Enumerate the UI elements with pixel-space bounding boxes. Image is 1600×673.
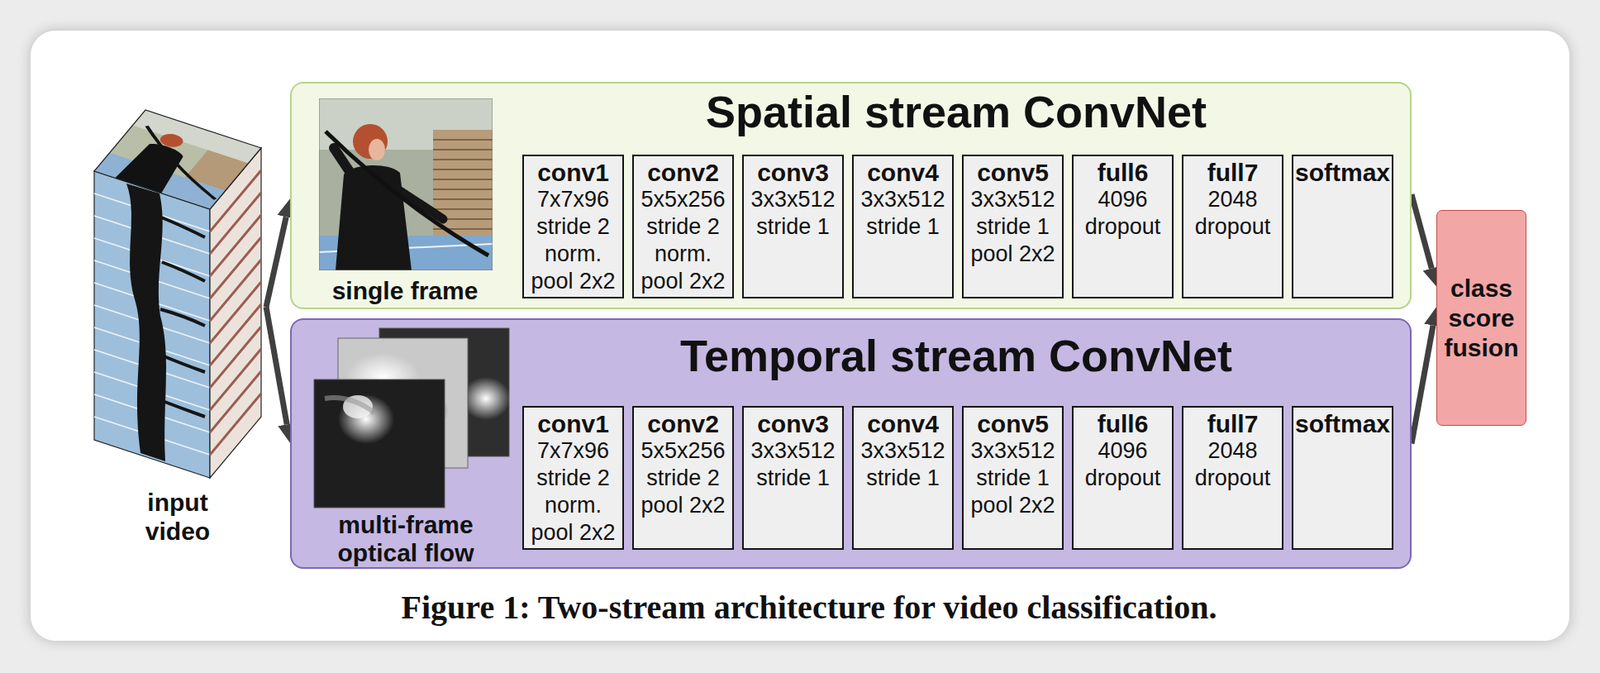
layer-box: full72048 dropout bbox=[1181, 154, 1284, 299]
fusion-box: class score fusion bbox=[1436, 209, 1527, 426]
layer-box: conv33x3x512 stride 1 bbox=[742, 154, 844, 299]
layer-name: conv4 bbox=[855, 158, 951, 186]
layer-box: conv53x3x512 stride 1 pool 2x2 bbox=[961, 154, 1064, 299]
layer-params: 3x3x512 stride 1 bbox=[855, 185, 951, 241]
flow-arrow bbox=[266, 216, 286, 307]
layer-name: softmax bbox=[1295, 409, 1391, 438]
layer-name: conv3 bbox=[745, 409, 841, 438]
fusion-label: class score fusion bbox=[1440, 273, 1523, 363]
layer-name: conv2 bbox=[635, 158, 731, 186]
layer-params: 3x3x512 stride 1 bbox=[745, 185, 841, 241]
layer-box: softmax bbox=[1291, 405, 1394, 550]
layer-box: full64096 dropout bbox=[1071, 154, 1174, 299]
layer-params: 5x5x256 stride 2 norm. pool 2x2 bbox=[635, 185, 731, 296]
layer-params: 3x3x512 stride 1 bbox=[855, 437, 951, 492]
layer-name: full7 bbox=[1185, 409, 1281, 438]
layer-name: full7 bbox=[1185, 158, 1281, 186]
layer-params: 7x7x96 stride 2 norm. pool 2x2 bbox=[525, 437, 621, 547]
layer-name: conv3 bbox=[745, 158, 841, 186]
input-label: input video bbox=[128, 487, 228, 546]
layer-name: conv1 bbox=[525, 409, 621, 438]
layer-name: full6 bbox=[1075, 158, 1171, 186]
layer-params: 3x3x512 stride 1 pool 2x2 bbox=[965, 185, 1061, 268]
layer-params: 7x7x96 stride 2 norm. pool 2x2 bbox=[525, 185, 621, 296]
caption-holder: Figure 1: Two-stream architecture for vi… bbox=[401, 588, 1218, 627]
stream-title: Temporal stream ConvNet bbox=[680, 330, 1233, 381]
layer-name: softmax bbox=[1295, 158, 1391, 186]
layer-box: conv25x5x256 stride 2 norm. pool 2x2 bbox=[632, 154, 734, 299]
label-holder: input video bbox=[89, 487, 267, 546]
image-label: single frame bbox=[309, 276, 500, 305]
flow-arrow bbox=[1411, 194, 1432, 269]
stream-title: Spatial stream ConvNet bbox=[705, 86, 1207, 137]
layer-params: 3x3x512 stride 1 pool 2x2 bbox=[965, 437, 1061, 520]
image-label: multi-frame optical flow bbox=[323, 510, 489, 567]
layer-name: conv1 bbox=[525, 158, 621, 186]
layer-name: full6 bbox=[1075, 409, 1171, 438]
layer-box: conv17x7x96 stride 2 norm. pool 2x2 bbox=[522, 405, 624, 550]
title-holder: Temporal stream ConvNet bbox=[680, 330, 1233, 381]
layer-name: conv4 bbox=[855, 409, 951, 438]
flow-arrow bbox=[1411, 325, 1434, 444]
layer-box: conv53x3x512 stride 1 pool 2x2 bbox=[961, 405, 1064, 550]
layer-box: full64096 dropout bbox=[1071, 405, 1174, 550]
layer-box: conv25x5x256 stride 2 pool 2x2 bbox=[632, 405, 734, 550]
layer-name: conv2 bbox=[635, 409, 731, 438]
layer-box: softmax bbox=[1291, 154, 1394, 299]
label-holder: multi-frame optical flow bbox=[323, 510, 489, 567]
layer-box: conv33x3x512 stride 1 bbox=[742, 405, 844, 550]
layer-params: 3x3x512 stride 1 bbox=[745, 437, 841, 492]
layer-box: full72048 dropout bbox=[1181, 405, 1284, 550]
layer-name: conv5 bbox=[965, 158, 1061, 186]
label-holder: single frame bbox=[309, 276, 500, 305]
video-stack-illustration bbox=[89, 92, 267, 490]
layer-name: conv5 bbox=[965, 409, 1061, 438]
layer-params: 5x5x256 stride 2 pool 2x2 bbox=[635, 437, 731, 520]
layer-params: 2048 dropout bbox=[1185, 437, 1281, 492]
layer-box: conv43x3x512 stride 1 bbox=[852, 405, 954, 550]
title-holder: Spatial stream ConvNet bbox=[705, 86, 1207, 137]
figure-caption: Figure 1: Two-stream architecture for vi… bbox=[401, 588, 1218, 627]
layer-box: conv43x3x512 stride 1 bbox=[852, 154, 954, 299]
layer-params: 4096 dropout bbox=[1075, 185, 1171, 241]
layer-params: 4096 dropout bbox=[1075, 437, 1171, 492]
stream-panel: conv17x7x96 stride 2 norm. pool 2x2conv2… bbox=[290, 318, 1412, 569]
stream-panel: conv17x7x96 stride 2 norm. pool 2x2conv2… bbox=[290, 81, 1412, 310]
flow-arrow bbox=[266, 306, 287, 424]
layer-box: conv17x7x96 stride 2 norm. pool 2x2 bbox=[522, 154, 624, 299]
layer-params: 2048 dropout bbox=[1185, 185, 1281, 241]
video-frame-illustration bbox=[319, 98, 493, 271]
video-input: input video bbox=[89, 92, 267, 552]
optical-flow-illustration bbox=[291, 319, 515, 512]
